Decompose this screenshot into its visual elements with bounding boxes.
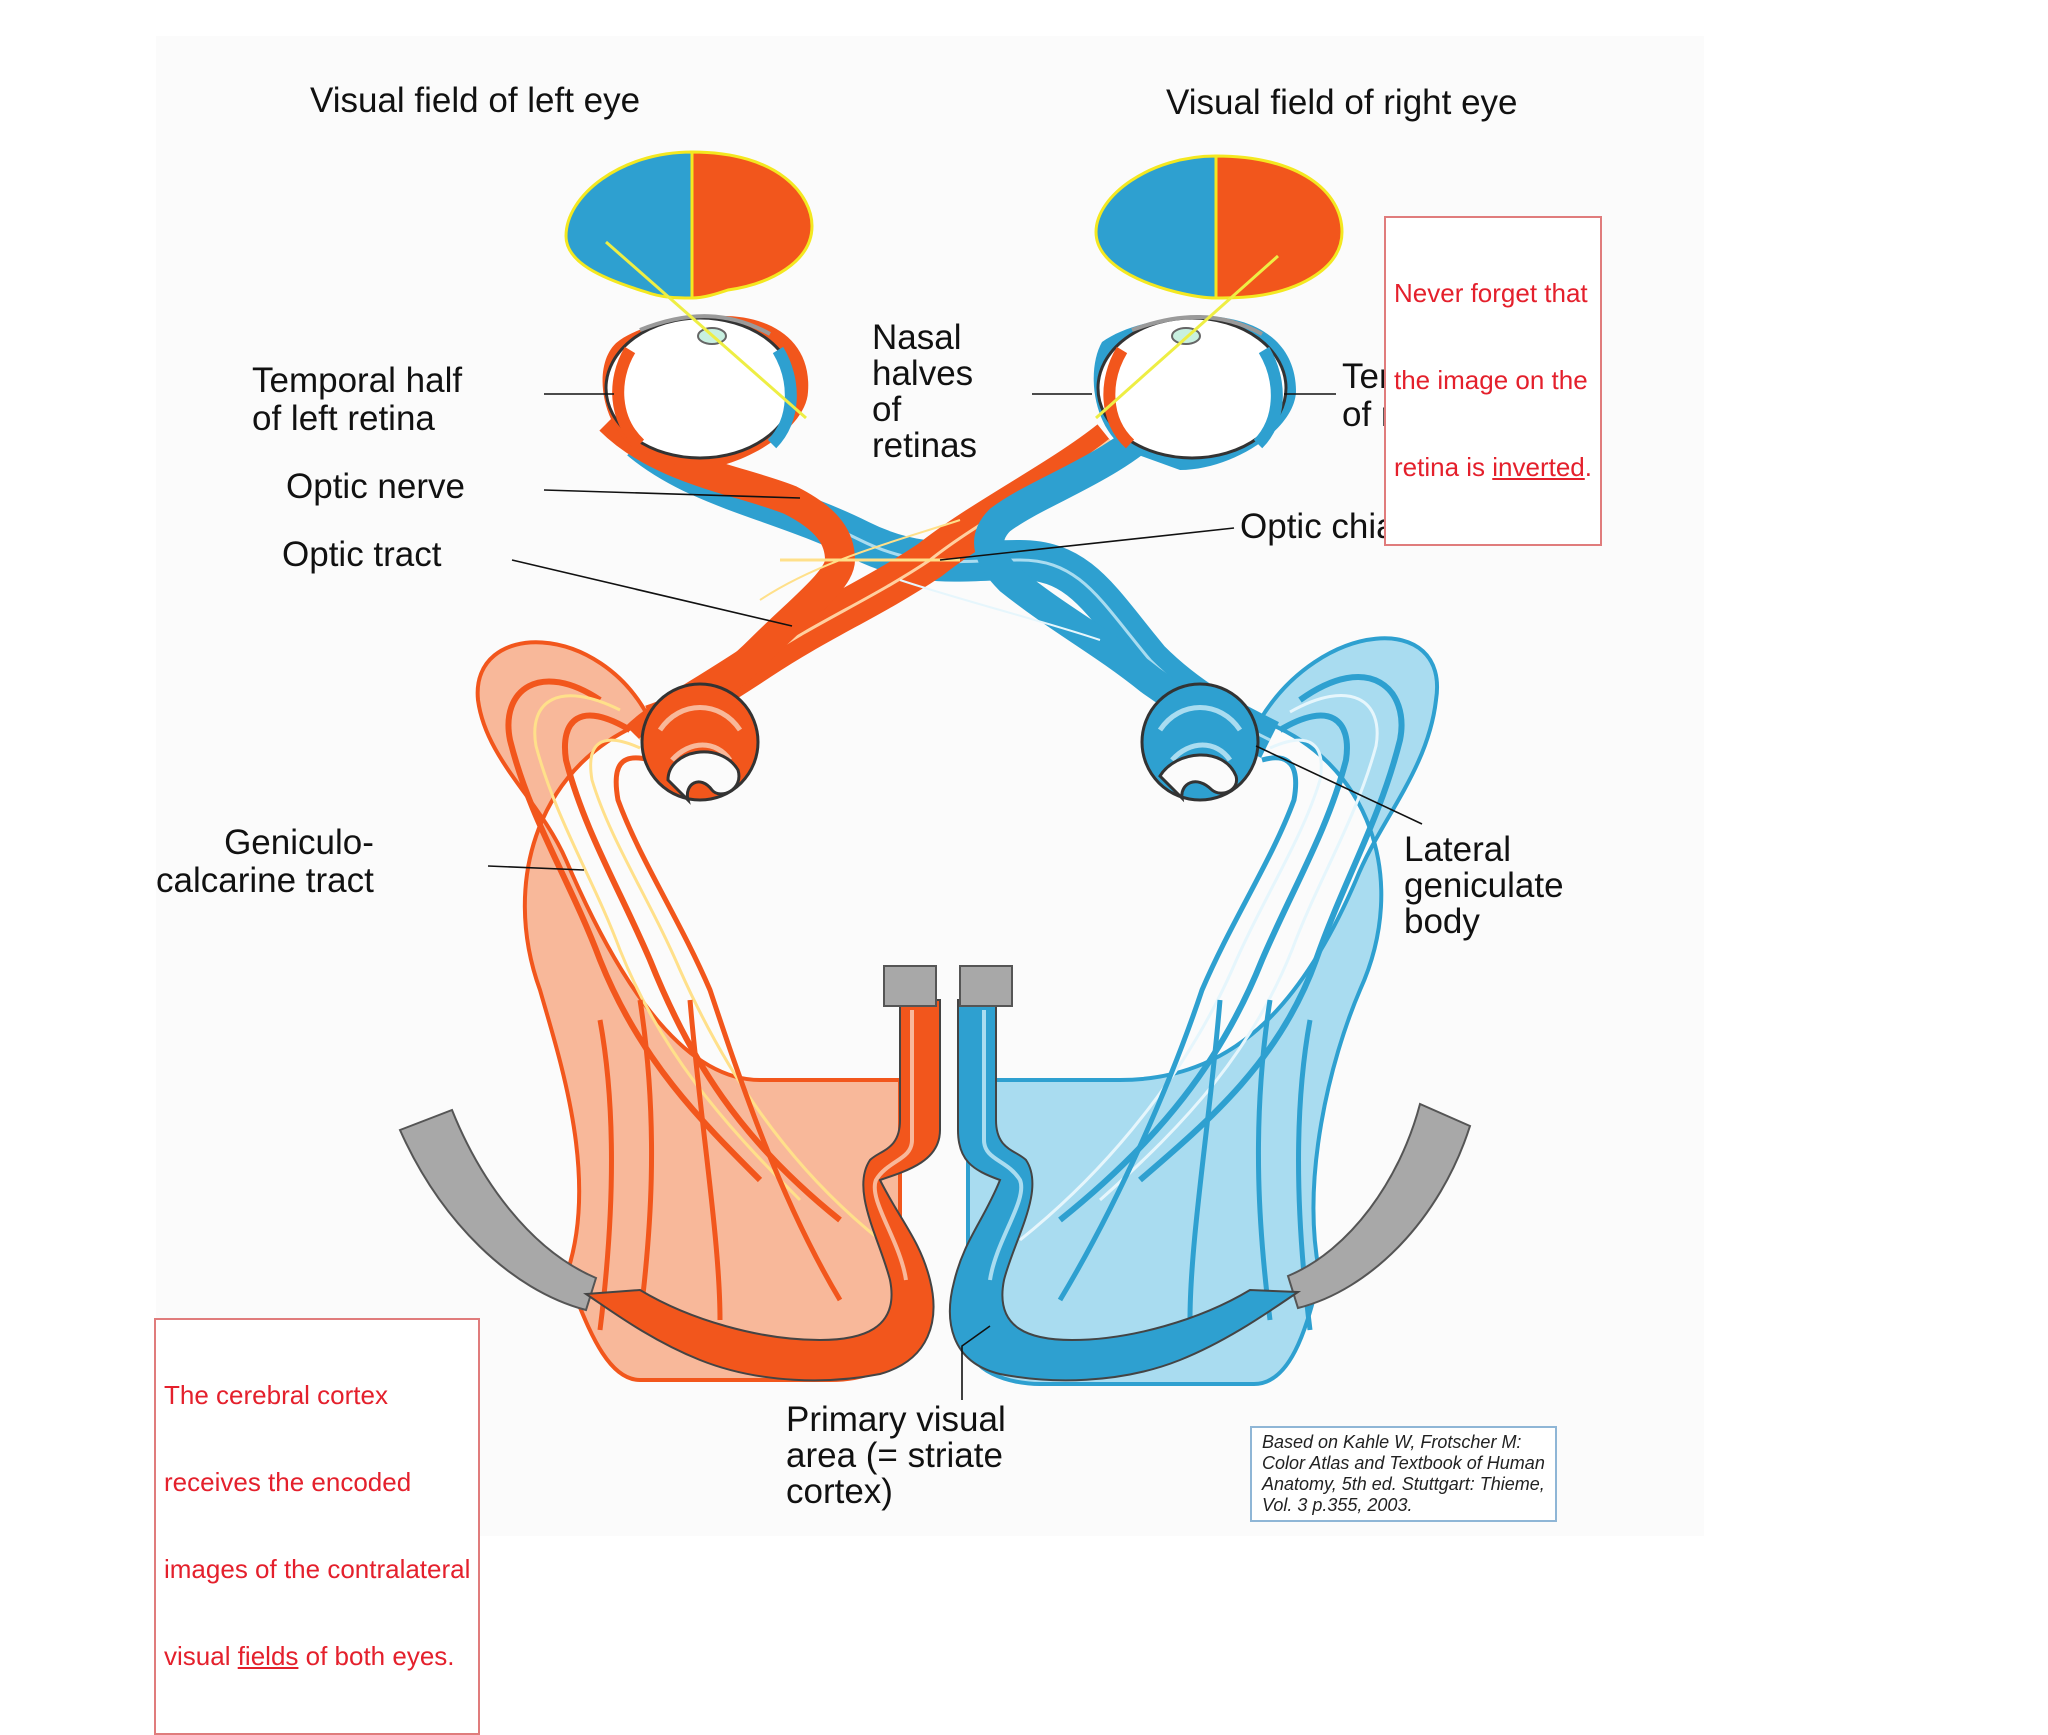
leader-lateral-geniculate bbox=[1255, 745, 1423, 825]
note-retina-line-3-start: retina is bbox=[1394, 452, 1493, 482]
leader-primary-visual bbox=[961, 1325, 991, 1400]
visual-pathway-diagram: Visual field of left eye Visual field of… bbox=[154, 81, 1602, 1735]
right-visual-field bbox=[1094, 154, 1344, 300]
leader-optic-chiasma bbox=[939, 527, 1235, 561]
note-cortex-line-3: images of the contralateral bbox=[164, 1554, 471, 1584]
label-lateral-geniculate-body: Lateral geniculate body bbox=[1404, 830, 1564, 941]
right-lateral-geniculate-body bbox=[1140, 682, 1260, 803]
label-optic-tract: Optic tract bbox=[282, 535, 442, 574]
right-field-nasal-orange bbox=[1214, 154, 1344, 300]
left-lateral-geniculate-body bbox=[640, 682, 760, 805]
leader-lines bbox=[487, 393, 1423, 1400]
note-cerebral-cortex: The cerebral cortex receives the encoded… bbox=[154, 1318, 481, 1735]
left-eye-light-ray bbox=[605, 240, 807, 420]
left-occipital-cortex bbox=[398, 965, 941, 1382]
leader-optic-nerve bbox=[543, 489, 801, 499]
note-retina-inverted: Never forget that the image on the retin… bbox=[1384, 216, 1602, 546]
note-retina-line-2: the image on the bbox=[1394, 365, 1588, 395]
label-primary-visual-area: Primary visual area (= striate cortex) bbox=[786, 1400, 1006, 1511]
label-optic-nerve: Optic nerve bbox=[286, 467, 465, 506]
label-temporal-half-left-retina: Temporal half of left retina bbox=[252, 361, 463, 438]
heading-left-visual-field: Visual field of left eye bbox=[310, 81, 641, 120]
heading-right-visual-field: Visual field of right eye bbox=[1166, 83, 1518, 122]
visual-pathway-illustration bbox=[398, 150, 1472, 1400]
note-retina-line-1: Never forget that bbox=[1394, 278, 1588, 308]
right-eye-light-ray bbox=[1095, 254, 1279, 420]
note-retina-line-3-end: . bbox=[1584, 452, 1592, 482]
note-cortex-line-2: receives the encoded bbox=[164, 1467, 412, 1497]
right-occipital-cortex bbox=[948, 965, 1472, 1382]
right-field-temporal-blue bbox=[1094, 154, 1218, 300]
leader-optic-tract bbox=[511, 559, 793, 627]
note-cortex-line-1: The cerebral cortex bbox=[164, 1380, 388, 1410]
left-visual-field bbox=[564, 150, 814, 300]
note-cortex-line-4-end: of both eyes. bbox=[298, 1641, 455, 1671]
leader-geniculo bbox=[487, 865, 585, 871]
left-eye bbox=[602, 240, 809, 470]
label-nasal-halves-of-retinas: Nasal halves of retinas bbox=[872, 318, 978, 465]
left-field-nasal-blue bbox=[564, 150, 694, 300]
note-cortex-line-4-start: visual bbox=[164, 1641, 238, 1671]
note-cortex-fields-word: fields bbox=[237, 1641, 299, 1671]
note-retina-inverted-word: inverted bbox=[1492, 452, 1585, 482]
left-field-temporal-orange bbox=[690, 150, 814, 300]
citation-box: Based on Kahle W, Frotscher M: Color Atl… bbox=[1250, 1426, 1557, 1522]
note-retina-line-3: retina is inverted. bbox=[1394, 453, 1592, 482]
right-eye bbox=[1093, 254, 1296, 470]
note-cortex-line-4: visual fields of both eyes. bbox=[164, 1642, 470, 1671]
label-geniculocalcarine-tract: Geniculo- calcarine tract bbox=[156, 823, 374, 900]
